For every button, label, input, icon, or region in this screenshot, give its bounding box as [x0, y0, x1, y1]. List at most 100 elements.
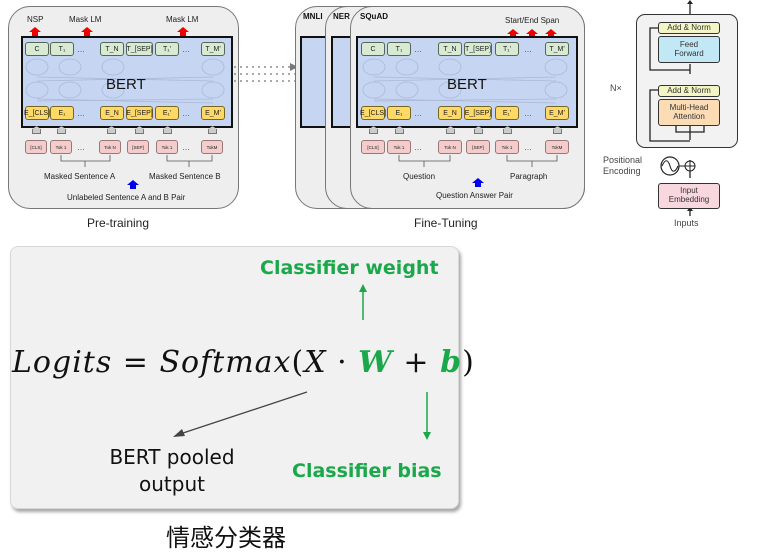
finetune-embedding: E_M' [545, 106, 569, 120]
embedding-label-2: Embedding [668, 195, 710, 204]
nsp-arrow-icon [29, 27, 41, 36]
masklm-arrow-icon [177, 27, 189, 36]
pretrain-output-token: T_N [100, 42, 124, 56]
input-arrow-icon [553, 126, 562, 134]
finetune-embedding-ellipsis: … [414, 109, 422, 118]
pretrain-input-token: Tok 1 [156, 140, 178, 154]
finetune-input-token: [CLS] [361, 140, 385, 154]
pretrain-output-token: C [25, 42, 49, 56]
pretrain-input-ellipsis: … [182, 143, 190, 152]
repeat-label: N× [610, 83, 622, 93]
formula-open: ( [291, 345, 305, 380]
input-arrow-icon [135, 126, 144, 134]
finetune-embedding: E_[SEP] [464, 106, 492, 120]
input-arrow-icon [163, 126, 172, 134]
pretrain-segment-a: Masked Sentence A [44, 172, 116, 181]
pretrain-head-masklm-1: Mask LM [69, 15, 102, 24]
finetune-head: Start/End Span [505, 16, 560, 25]
finetune-output-token: T_N [438, 42, 462, 56]
pretrain-embedding: E_[CLS] [24, 106, 50, 120]
positional-label-1: Positional [603, 155, 643, 165]
pretrain-embedding: E₁ [50, 106, 74, 120]
pretrain-input-token: [SEP] [127, 140, 149, 154]
finetune-input-token: TokM [545, 140, 569, 154]
task-mnli: MNLI [303, 12, 323, 21]
add-norm-bottom: Add & Norm [658, 85, 720, 97]
span-arrow-icon [507, 29, 519, 38]
inputs-label: Inputs [674, 218, 699, 228]
pretrain-output-token: T₁' [155, 42, 179, 56]
finetune-input-token: Tok 1 [387, 140, 411, 154]
feed-forward-label-2: Forward [674, 48, 704, 58]
input-pair-arrow-icon [472, 178, 484, 187]
formula-lhs: Logits [12, 345, 113, 380]
pooled-label-1: BERT pooled [109, 445, 235, 469]
formula-eq: = [112, 345, 160, 380]
finetune-segment-b: Paragraph [510, 172, 548, 181]
finetune-output-token: C [361, 42, 385, 56]
input-arrow-icon [446, 126, 455, 134]
input-arrow-icon [503, 126, 512, 134]
finetune-output-token: T₁ [387, 42, 411, 56]
finetune-input-token: Tok 1 [495, 140, 519, 154]
finetune-attention-mesh [362, 58, 568, 104]
span-arrow-icon [545, 29, 557, 38]
positional-encoding-label: Positional Encoding [603, 155, 642, 178]
classifier-card [10, 246, 459, 509]
pretrain-bert-label: BERT [106, 76, 146, 93]
embedding-label-1: Input [680, 186, 698, 196]
formula-bias: b [440, 345, 463, 380]
finetune-segment-a: Question [403, 172, 436, 181]
finetune-output-token: T_M' [545, 42, 569, 56]
input-arrow-icon [208, 126, 217, 134]
add-norm-top: Add & Norm [658, 22, 720, 34]
formula-fn: Softmax [159, 345, 292, 380]
positional-label-2: Encoding [603, 166, 641, 177]
pretrain-attention-mesh [25, 58, 225, 104]
input-arrow-icon [32, 126, 41, 134]
pretrain-input-token: [CLS] [25, 140, 47, 154]
attention-label-2: Attention [673, 111, 705, 121]
bert-pooled-output-label: BERT pooled output [96, 444, 248, 498]
pretrain-embedding-ellipsis: … [182, 109, 190, 118]
finetune-output-ellipsis: … [524, 45, 532, 54]
pretrain-caption: Pre-training [87, 216, 150, 230]
pretrain-head-nsp: NSP [27, 15, 44, 24]
finetune-input-ellipsis: … [524, 143, 532, 152]
finetune-input-token: Tok N [438, 140, 462, 154]
input-arrow-icon [107, 126, 116, 134]
feed-forward-block: Feed Forward [658, 36, 720, 63]
finetune-output-token: T₁' [495, 42, 519, 56]
finetune-embedding: E₁ [387, 106, 411, 120]
pretrain-embedding: E_M' [201, 106, 225, 120]
finetune-input-token: [SEP] [466, 140, 490, 154]
formula-arrows [173, 284, 431, 440]
pretrain-embedding: E_N [100, 106, 124, 120]
finetune-input-pair: Question Answer Pair [436, 191, 513, 200]
pretrain-input-pair: Unlabeled Sentence A and B Pair [67, 193, 186, 202]
finetune-input-ellipsis: … [414, 143, 422, 152]
classifier-bias-label: Classifier bias [292, 460, 442, 482]
pretrain-output-token: T_[SEP] [126, 42, 153, 56]
finetune-output-ellipsis: … [414, 45, 422, 54]
finetune-embedding: E₁' [495, 106, 519, 120]
finetune-output-token: T_[SEP] [464, 42, 492, 56]
input-embedding-block: Input Embedding [658, 183, 720, 209]
attention-label-1: Multi-Head [669, 102, 709, 112]
finetune-embedding: E_N [438, 106, 462, 120]
formula-x: X [304, 345, 327, 380]
logits-formula: Logits = Softmax(X · W + b) [12, 345, 475, 380]
classifier-weight-label: Classifier weight [260, 257, 439, 279]
task-squad: SQuAD [360, 12, 388, 21]
masklm-arrow-icon [81, 27, 93, 36]
pretrain-segment-b: Masked Sentence B [149, 172, 221, 181]
finetune-segment-brackets [398, 155, 558, 167]
pretrain-output-ellipsis: … [182, 45, 190, 54]
finetune-bert-label: BERT [447, 76, 487, 93]
pretrain-input-token: TokM [201, 140, 223, 154]
pretrain-input-token: Tok 1 [50, 140, 72, 154]
formula-close: ) [462, 345, 475, 380]
feed-forward-label-1: Feed [679, 39, 699, 49]
pretrain-output-token: T₁ [50, 42, 74, 56]
input-arrow-icon [57, 126, 66, 134]
